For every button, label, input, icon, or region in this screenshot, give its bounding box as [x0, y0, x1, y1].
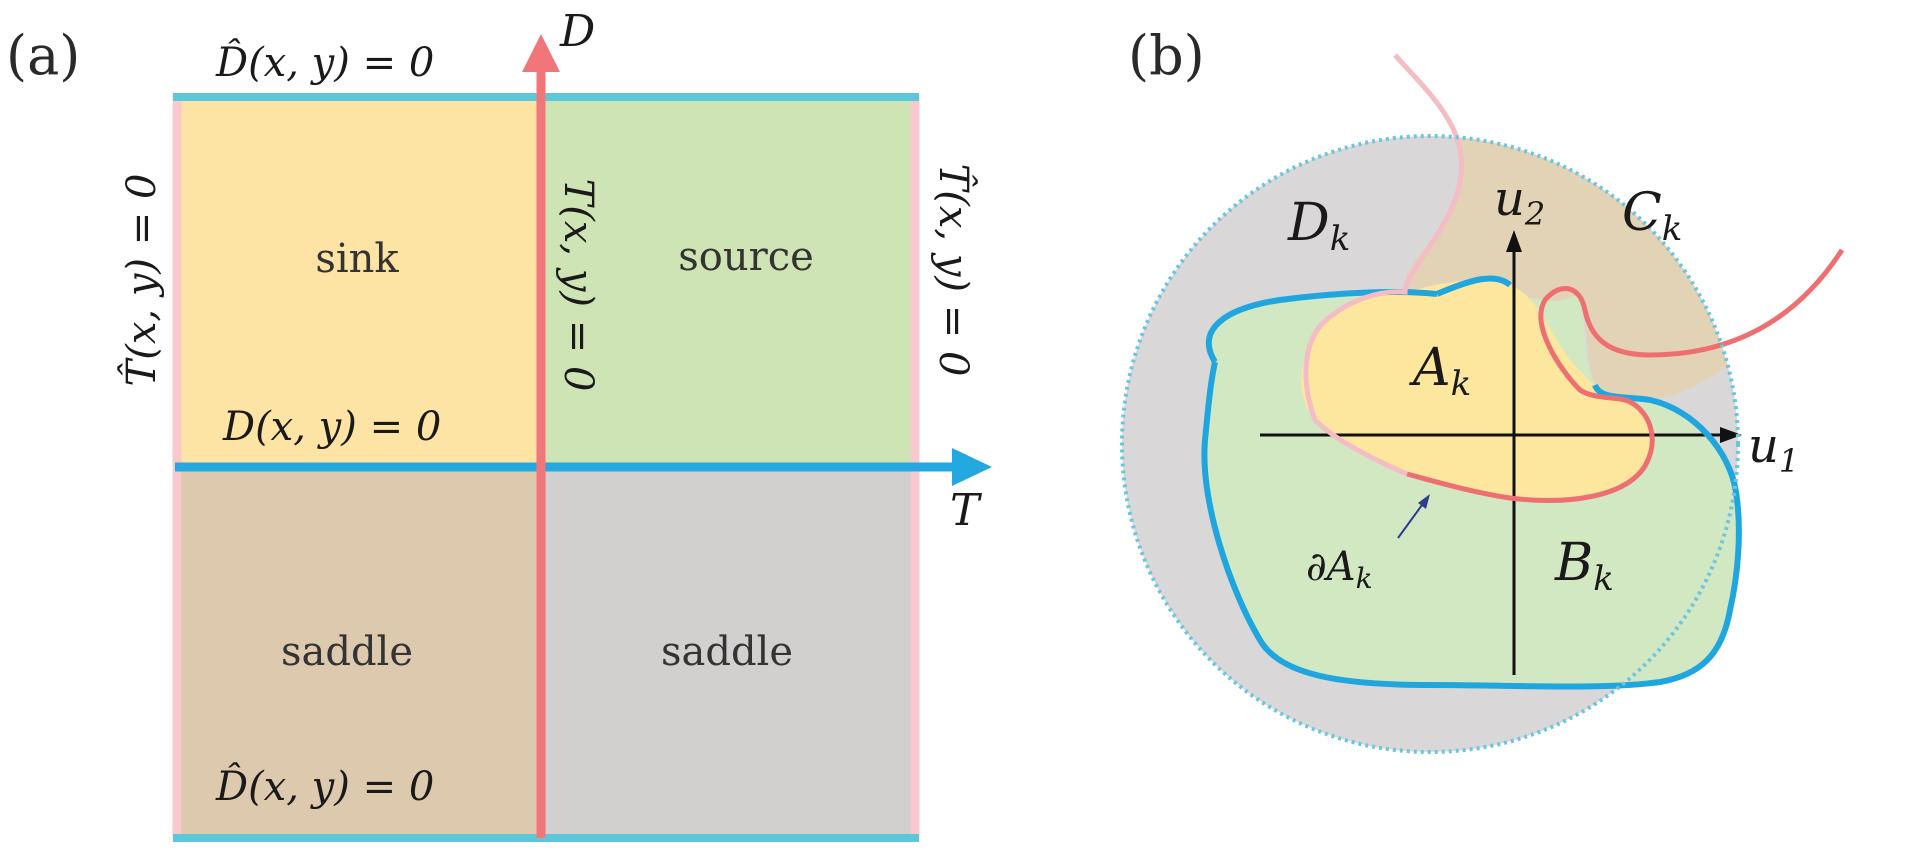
quadrant-saddle-right: [541, 467, 915, 837]
red-boundary-curve: [1406, 248, 1845, 503]
t-hat-left-label: T̂(x, y) = 0: [119, 174, 165, 387]
boundary-pointer-line: [1397, 504, 1423, 539]
d-hat-bottom-label: D̂(x, y) = 0: [215, 764, 434, 810]
boundary-label: ∂Ak: [1306, 544, 1373, 595]
quadrant-source-label: source: [678, 234, 814, 280]
quadrant-source: [541, 97, 915, 467]
quadrant-saddle-left-label: saddle: [281, 629, 413, 675]
t-zero-label: T(x, y) = 0: [555, 179, 601, 392]
quadrant-saddle-left: [177, 467, 541, 837]
region-d-label: Dk: [1287, 193, 1350, 259]
region-a: [1301, 280, 1653, 501]
panel-b-label: (b): [1128, 24, 1205, 87]
t-hat-right-label: T̂(x, y) = 0: [930, 164, 976, 377]
region-c-label: Ck: [1622, 183, 1682, 249]
u2-axis-label: u2: [1494, 171, 1545, 233]
boundary-pointer-arrowhead: [1418, 494, 1430, 509]
region-a-label: Ak: [1409, 338, 1471, 404]
d-axis-arrowhead: [522, 34, 560, 72]
t-axis-label: T: [950, 485, 983, 536]
d-hat-top-label: D̂(x, y) = 0: [215, 40, 434, 86]
panel-a-label: (a): [6, 24, 80, 87]
disk-dotted-border: [1120, 134, 1740, 754]
u1-axis-arrowhead: [1720, 427, 1742, 443]
pink-boundary-curve: [1303, 53, 1465, 477]
u1-axis-label: u1: [1748, 418, 1799, 480]
t-axis-arrowhead: [952, 448, 992, 486]
panel-a: (a) D T D̂(x, y) = 0 D̂(x, y) = 0 D(x, y…: [6, 6, 992, 842]
d-axis-label: D: [559, 6, 595, 57]
blue-boundary-curve-top: [1435, 275, 1512, 297]
u2-axis-arrowhead: [1506, 230, 1522, 252]
d-zero-label: D(x, y) = 0: [222, 404, 441, 450]
panel-b: (b) Dk Ck: [1120, 24, 1845, 754]
quadrant-saddle-right-label: saddle: [661, 629, 793, 675]
quadrant-sink-label: sink: [315, 236, 399, 282]
region-b-label: Bk: [1554, 533, 1614, 599]
quadrant-sink: [177, 97, 541, 467]
